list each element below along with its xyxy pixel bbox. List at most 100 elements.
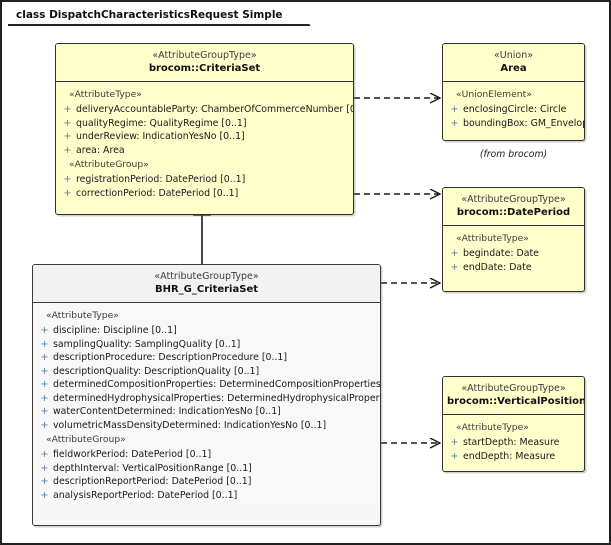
attribute-row[interactable]: + deliveryAccountableParty: ChamberOfCom… [59, 103, 353, 117]
attribute-row[interactable]: + discipline: Discipline [0..1] [36, 324, 377, 338]
attribute-row[interactable]: + volumetricMassDensityDetermined: Indic… [36, 419, 377, 433]
attribute-text: deliveryAccountableParty: ChamberOfComme… [76, 104, 354, 115]
class-body-dateperiod: «AttributeType» + begindate: Date + endD… [443, 226, 584, 280]
attribute-visibility: + [40, 489, 49, 501]
attribute-visibility: + [40, 338, 49, 350]
compartment-label: «AttributeType» [46, 310, 119, 321]
compartment-label: «AttributeType» [456, 422, 529, 433]
attribute-row[interactable]: + qualityRegime: QualityRegime [0..1] [59, 117, 350, 131]
class-name: Area [500, 63, 527, 74]
attribute-row[interactable]: + determinedHydrophysicalProperties: Det… [36, 392, 380, 406]
compartment-label: «AttributeGroup» [69, 159, 149, 170]
attribute-visibility: + [63, 117, 72, 129]
attribute-text: depthInterval: VerticalPositionRange [0.… [53, 462, 252, 474]
attribute-visibility: + [63, 104, 72, 115]
attribute-text: descriptionQuality: DescriptionQuality [… [53, 365, 260, 377]
attribute-row[interactable]: + endDate: Date [446, 261, 581, 275]
class-box-criteriaset[interactable]: «AttributeGroupType» brocom::CriteriaSet… [55, 43, 354, 215]
attribute-visibility: + [40, 379, 49, 390]
class-header-dateperiod: «AttributeGroupType» brocom::DatePeriod [443, 188, 584, 226]
attribute-row[interactable]: + samplingQuality: SamplingQuality [0..1… [36, 338, 377, 352]
class-stereotype: «AttributeGroupType» [154, 271, 259, 282]
compartment-label: «AttributeType» [456, 233, 529, 244]
attribute-visibility: + [40, 406, 49, 417]
attribute-row[interactable]: + registrationPeriod: DatePeriod [0..1] [59, 173, 350, 187]
class-stereotype: «AttributeGroupType» [461, 383, 566, 394]
attribute-row[interactable]: + descriptionProcedure: DescriptionProce… [36, 351, 377, 365]
attribute-row[interactable]: + determinedCompositionProperties: Deter… [36, 378, 380, 392]
attribute-row[interactable]: + descriptionReportPeriod: DatePeriod [0… [36, 475, 377, 489]
class-stereotype: «AttributeGroupType» [461, 194, 566, 205]
class-box-bhr-criteriaset[interactable]: «AttributeGroupType» BHR_G_CriteriaSet «… [32, 264, 381, 526]
attribute-row[interactable]: + begindate: Date [446, 247, 581, 261]
class-header-bhr-criteriaset: «AttributeGroupType» BHR_G_CriteriaSet [33, 265, 380, 303]
attribute-text: determinedCompositionProperties: Determi… [53, 379, 381, 390]
attribute-visibility: + [40, 462, 49, 474]
attribute-visibility: + [40, 419, 49, 431]
class-name: brocom::CriteriaSet [148, 63, 261, 74]
attribute-visibility: + [450, 437, 459, 448]
attribute-text: endDepth: Measure [463, 450, 556, 462]
class-name: brocom::DatePeriod [456, 207, 571, 218]
diagram-title-label: class DispatchCharacteristicsRequest Sim… [16, 8, 283, 21]
class-box-verticalpositionrange[interactable]: «AttributeGroupType» brocom::VerticalPos… [442, 376, 585, 472]
attribute-row[interactable]: + analysisReportPeriod: DatePeriod [0..1… [36, 489, 377, 503]
class-stereotype: «AttributeGroupType» [152, 50, 257, 61]
class-stereotype: «Union» [493, 50, 534, 61]
attribute-text: analysisReportPeriod: DatePeriod [0..1] [53, 489, 238, 501]
attribute-visibility: + [63, 131, 72, 142]
attribute-text: volumetricMassDensityDetermined: Indicat… [53, 419, 327, 431]
attribute-text: fieldworkPeriod: DatePeriod [0..1] [53, 449, 212, 460]
attribute-visibility: + [40, 392, 49, 404]
class-package-note-area: (from brocom) [479, 149, 548, 160]
attribute-row[interactable]: + descriptionQuality: DescriptionQuality… [36, 365, 377, 379]
class-header-verticalpositionrange: «AttributeGroupType» brocom::VerticalPos… [443, 377, 584, 415]
class-box-dateperiod[interactable]: «AttributeGroupType» brocom::DatePeriod … [442, 187, 585, 292]
class-body-area: «UnionElement» + enclosingCircle: Circle… [443, 82, 584, 136]
attribute-text: discipline: Discipline [0..1] [53, 325, 177, 336]
attribute-text: startDepth: Measure [463, 437, 560, 448]
compartment-label: «AttributeGroup» [46, 434, 126, 445]
attribute-text: boundingBox: GM_Envelope [463, 117, 585, 129]
attribute-row[interactable]: + endDepth: Measure [446, 450, 581, 464]
attribute-text: registrationPeriod: DatePeriod [0..1] [76, 174, 246, 185]
attribute-text: determinedHydrophysicalProperties: Deter… [53, 392, 381, 404]
attribute-visibility: + [40, 476, 49, 487]
attribute-visibility: + [40, 449, 49, 460]
attribute-text: area: Area [76, 144, 125, 156]
attribute-row[interactable]: + startDepth: Measure [446, 436, 581, 450]
attribute-row[interactable]: + correctionPeriod: DatePeriod [0..1] [59, 187, 350, 201]
attribute-row[interactable]: + underReview: IndicationYesNo [0..1] [59, 130, 350, 144]
attribute-text: correctionPeriod: DatePeriod [0..1] [76, 187, 239, 199]
class-name: BHR_G_CriteriaSet [154, 284, 259, 295]
class-body-criteriaset: «AttributeType» + deliveryAccountablePar… [56, 82, 353, 206]
attribute-text: qualityRegime: QualityRegime [0..1] [76, 117, 247, 129]
attribute-visibility: + [63, 144, 72, 156]
attribute-text: begindate: Date [463, 248, 539, 259]
attribute-row[interactable]: + boundingBox: GM_Envelope [446, 117, 584, 131]
attribute-visibility: + [450, 450, 459, 462]
attribute-visibility: + [40, 325, 49, 336]
attribute-row[interactable]: + depthInterval: VerticalPositionRange [… [36, 462, 377, 476]
class-body-bhr-criteriaset: «AttributeType» + discipline: Discipline… [33, 303, 380, 508]
attribute-row[interactable]: + enclosingCircle: Circle [446, 103, 581, 117]
attribute-visibility: + [40, 352, 49, 363]
attribute-text: samplingQuality: SamplingQuality [0..1] [53, 338, 241, 350]
attribute-row[interactable]: + fieldworkPeriod: DatePeriod [0..1] [36, 448, 377, 462]
attribute-visibility: + [63, 174, 72, 185]
attribute-visibility: + [450, 248, 459, 259]
attribute-visibility: + [450, 104, 459, 115]
attribute-text: descriptionProcedure: DescriptionProcedu… [53, 352, 288, 363]
attribute-row[interactable]: + area: Area [59, 144, 350, 158]
class-box-area[interactable]: «Union» Area «UnionElement» + enclosingC… [442, 43, 585, 141]
class-name: brocom::VerticalPositionRange [447, 396, 584, 407]
attribute-text: waterContentDetermined: IndicationYesNo … [53, 406, 281, 417]
attribute-visibility: + [450, 261, 459, 273]
attribute-text: underReview: IndicationYesNo [0..1] [76, 131, 245, 142]
attribute-text: endDate: Date [463, 261, 532, 273]
diagram-title-tab: class DispatchCharacteristicsRequest Sim… [8, 5, 311, 26]
compartment-label: «UnionElement» [456, 89, 532, 100]
attribute-row[interactable]: + waterContentDetermined: IndicationYesN… [36, 405, 377, 419]
attribute-visibility: + [40, 365, 49, 377]
